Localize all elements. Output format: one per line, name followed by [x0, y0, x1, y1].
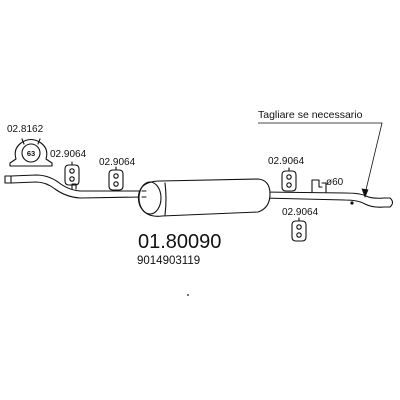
- inlet-flange: [4, 175, 12, 184]
- hanger-3-icon: [281, 167, 297, 192]
- part-code: 01.80090: [138, 231, 221, 253]
- muffler-body: [137, 178, 271, 217]
- outlet-pipe-bottom: [261, 197, 391, 208]
- clamp-icon: 63: [9, 138, 53, 167]
- hanger-3-code-label: 02.9064: [268, 156, 305, 167]
- cut-note-label: Tagliare se necessario: [258, 109, 363, 121]
- clamp-code-label: 02.8162: [7, 124, 44, 135]
- hanger-4-code-label: 02.9064: [282, 207, 319, 218]
- hanger-2-code-label: 02.9064: [99, 157, 136, 168]
- diameter-label: ø60: [326, 177, 344, 188]
- tailpipe-end: [389, 197, 394, 208]
- cut-note-arrowhead: [361, 188, 369, 198]
- exhaust-pipe: ø60: [4, 174, 394, 208]
- cut-note-leader-line: [258, 122, 383, 195]
- clamp-size-label: 63: [27, 149, 35, 158]
- hanger-2-icon: [108, 166, 124, 191]
- hanger-1-icon: [64, 161, 80, 186]
- hanger-4-icon: [291, 217, 307, 242]
- speck-mark: [187, 294, 189, 296]
- outlet-pipe-dot: [350, 201, 354, 205]
- hanger-1-code-label: 02.9064: [50, 149, 87, 160]
- outlet-hanger-bracket: [311, 179, 323, 193]
- oe-reference: 9014903119: [137, 255, 200, 267]
- outlet-pipe-top: [261, 191, 391, 199]
